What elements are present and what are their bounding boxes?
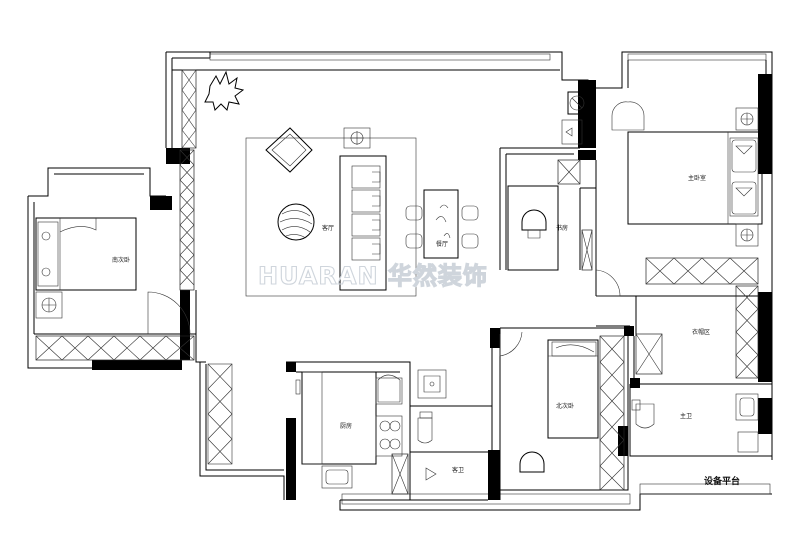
interior-walls xyxy=(34,147,772,501)
label-equipment-platform: 设备平台 xyxy=(704,475,740,487)
label-study: 书房 xyxy=(556,224,568,232)
label-master-bedroom: 主卧室 xyxy=(688,174,706,182)
cabinets xyxy=(35,69,759,495)
label-living-room: 客厅 xyxy=(322,224,334,232)
label-secondary-bedroom-left: 南次卧 xyxy=(112,256,130,264)
label-dining-room: 餐厅 xyxy=(436,240,448,248)
label-master-bathroom: 主卫 xyxy=(680,412,692,420)
furniture xyxy=(35,70,763,489)
label-kitchen: 厨房 xyxy=(340,422,352,430)
watermark: HUARAN 华然装饰 xyxy=(258,262,488,290)
label-secondary-bedroom-right: 北次卧 xyxy=(556,402,574,410)
label-closet-area: 衣帽区 xyxy=(692,328,710,336)
label-guest-bathroom: 客卫 xyxy=(452,466,464,474)
structural-walls xyxy=(92,74,772,500)
